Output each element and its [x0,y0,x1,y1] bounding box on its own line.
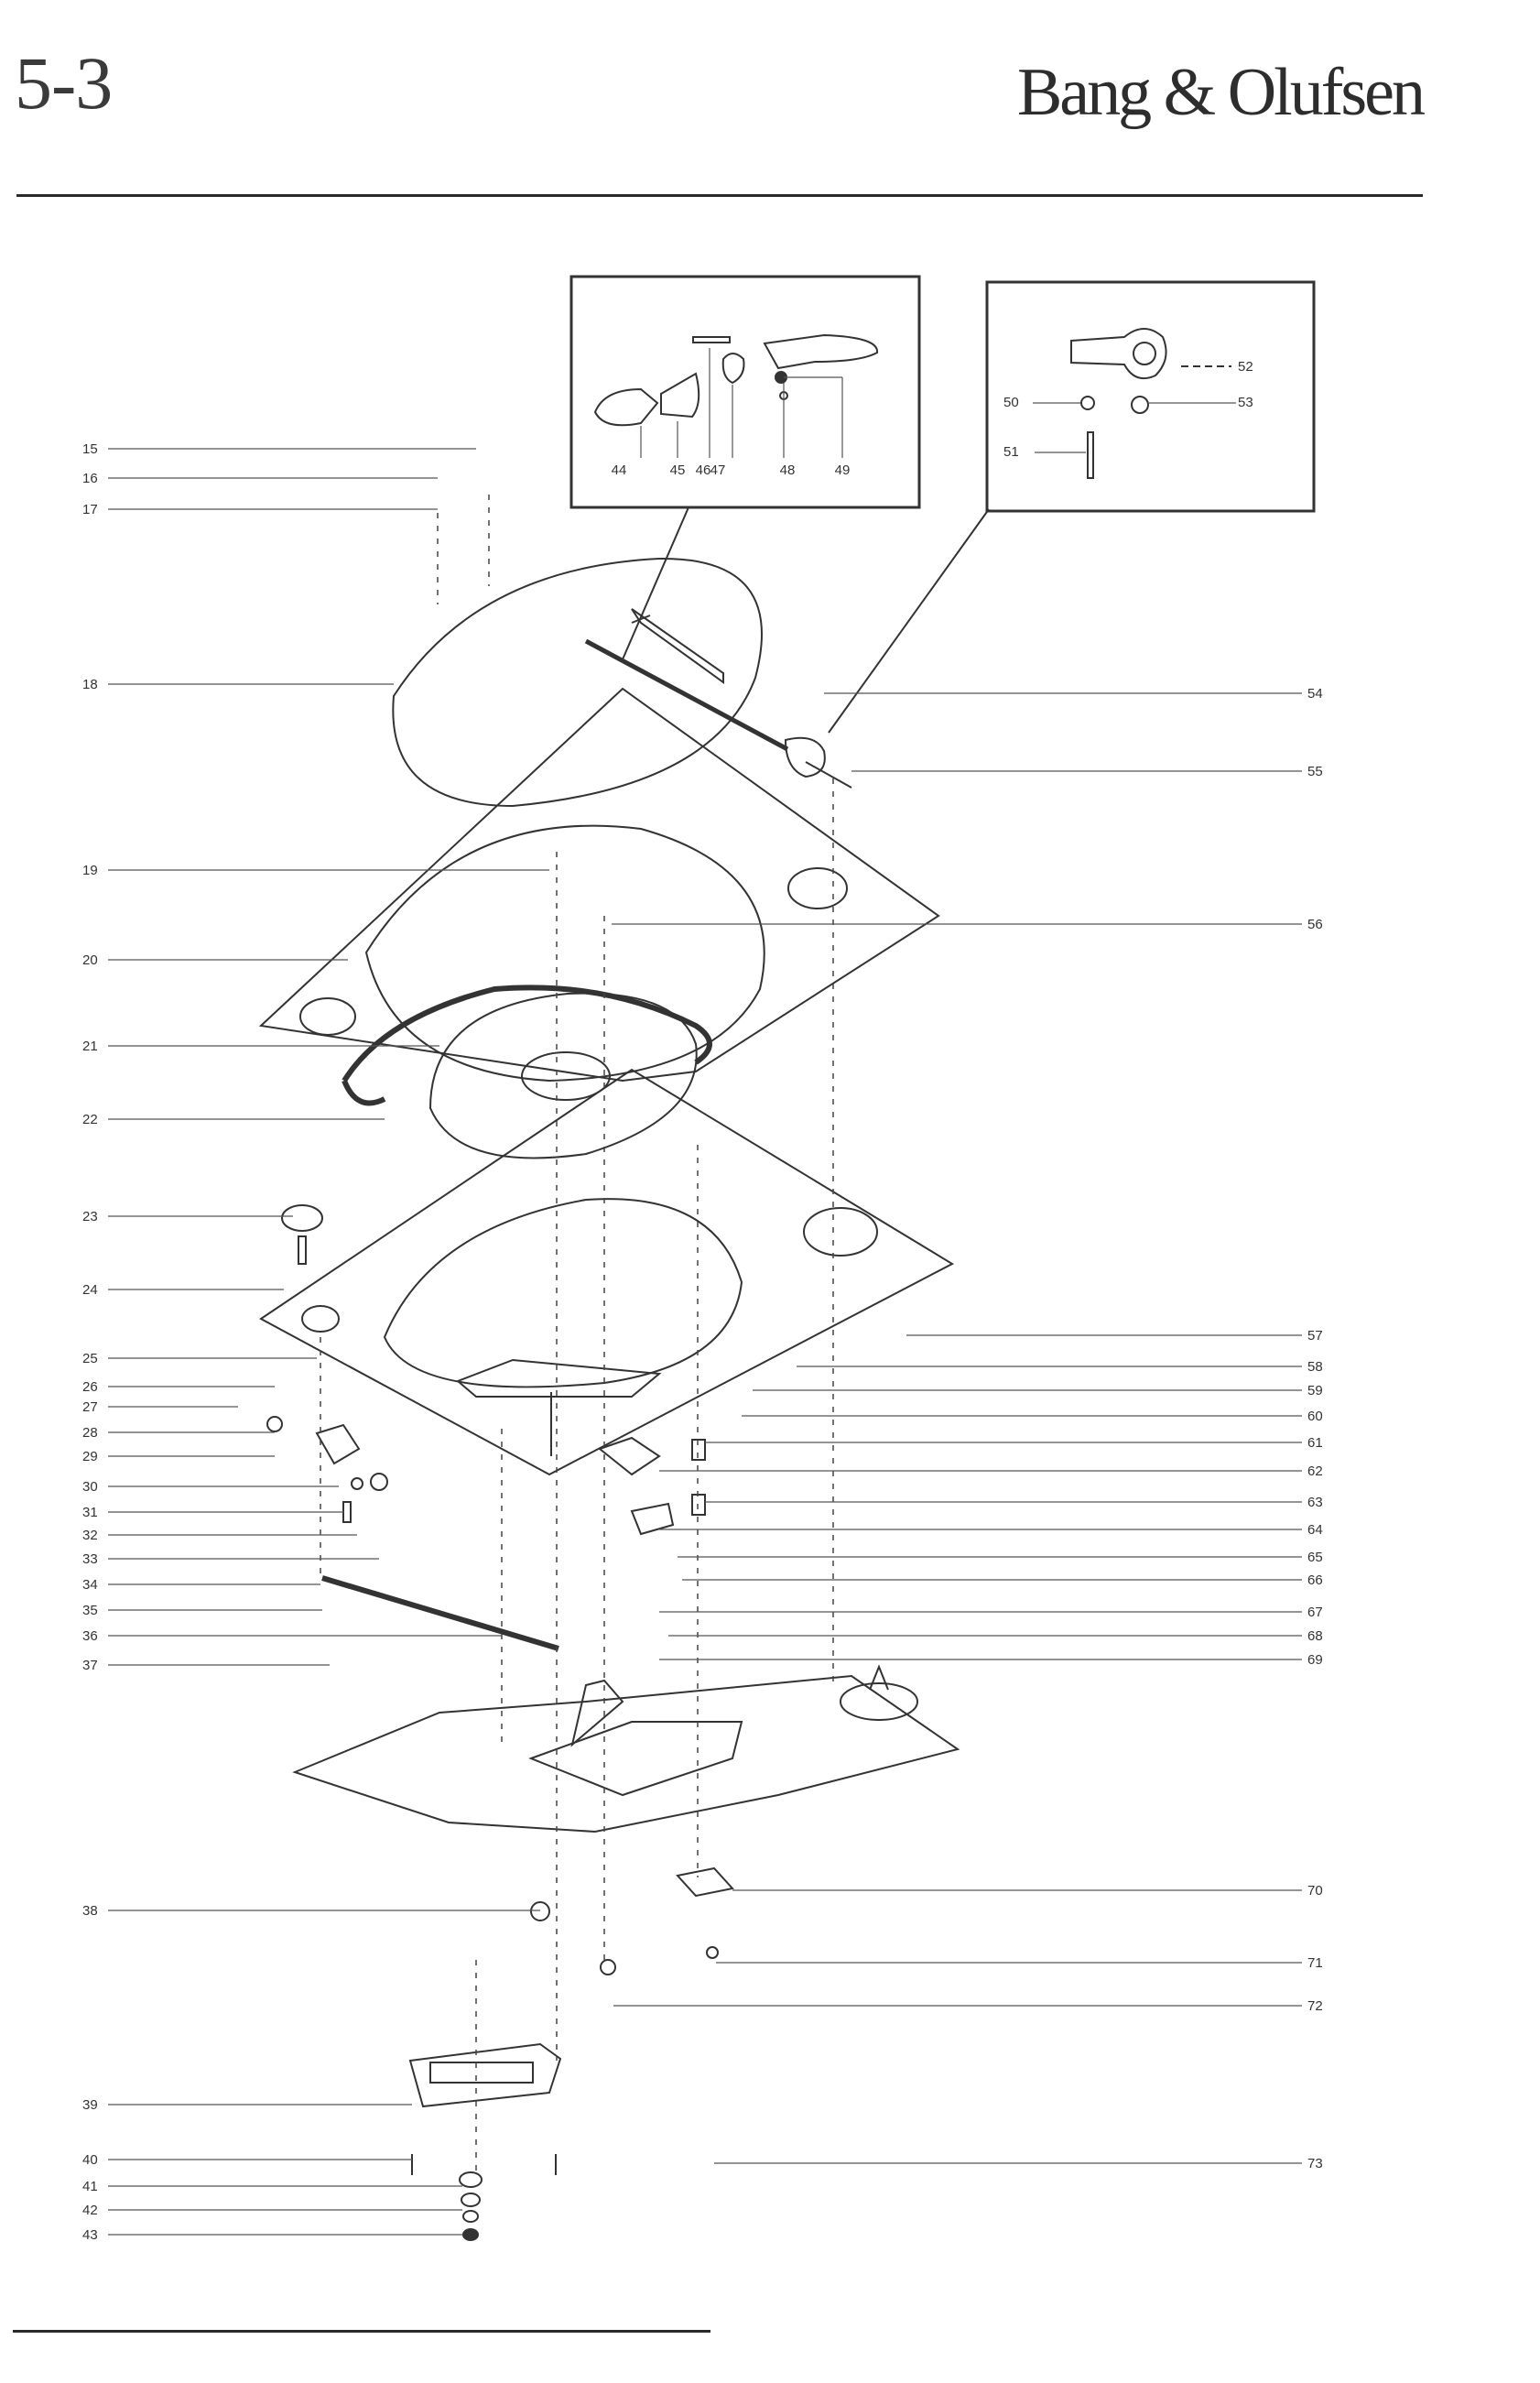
callout-label-59: 59 [1307,1383,1323,1398]
callout-label-41: 41 [82,2179,98,2194]
callout-label-36: 36 [82,1628,98,1644]
inset-label-49: 49 [835,462,851,478]
inset-box-pickup [569,275,921,509]
callout-label-67: 67 [1307,1605,1323,1620]
inset-box-arm-pivot [985,280,1316,513]
callout-label-18: 18 [82,677,98,692]
callout-label-16: 16 [82,471,98,486]
callout-label-72: 72 [1307,1998,1323,2014]
callout-label-23: 23 [82,1209,98,1224]
callout-label-32: 32 [82,1528,98,1543]
page-number: 5-3 [15,41,113,125]
callout-label-26: 26 [82,1379,98,1395]
inset-label-50: 50 [1003,395,1019,410]
inset-label-47: 47 [710,462,726,478]
callout-label-22: 22 [82,1112,98,1127]
callout-label-60: 60 [1307,1409,1323,1424]
callout-label-34: 34 [82,1577,98,1593]
callout-label-39: 39 [82,2097,98,2113]
callout-label-68: 68 [1307,1628,1323,1644]
callout-label-19: 19 [82,863,98,878]
callout-label-25: 25 [82,1351,98,1366]
inset-label-45: 45 [670,462,686,478]
callout-label-42: 42 [82,2203,98,2218]
callout-label-43: 43 [82,2227,98,2243]
callout-label-62: 62 [1307,1464,1323,1479]
callout-label-61: 61 [1307,1435,1323,1451]
callout-label-38: 38 [82,1903,98,1919]
callout-label-28: 28 [82,1425,98,1441]
callout-label-73: 73 [1307,2156,1323,2171]
callout-label-71: 71 [1307,1955,1323,1971]
callout-label-33: 33 [82,1551,98,1567]
callout-label-55: 55 [1307,764,1323,779]
callout-label-29: 29 [82,1449,98,1464]
callout-label-57: 57 [1307,1328,1323,1344]
inset-label-52: 52 [1238,359,1253,375]
inset-label-51: 51 [1003,444,1019,460]
callout-label-37: 37 [82,1658,98,1673]
callout-label-65: 65 [1307,1550,1323,1565]
callout-label-69: 69 [1307,1652,1323,1668]
callout-label-70: 70 [1307,1883,1323,1899]
callout-label-15: 15 [82,441,98,457]
callout-label-56: 56 [1307,917,1323,932]
footer-divider [13,2330,710,2333]
callout-label-24: 24 [82,1282,98,1298]
callout-label-20: 20 [82,952,98,968]
callout-label-66: 66 [1307,1572,1323,1588]
callout-label-64: 64 [1307,1522,1323,1538]
inset-label-53: 53 [1238,395,1253,410]
inset-label-48: 48 [780,462,796,478]
callout-label-27: 27 [82,1399,98,1415]
inset-label-44: 44 [612,462,627,478]
callout-label-31: 31 [82,1505,98,1520]
callout-label-63: 63 [1307,1495,1323,1510]
callout-label-54: 54 [1307,686,1323,702]
callout-label-17: 17 [82,502,98,517]
callout-label-35: 35 [82,1603,98,1618]
callout-label-40: 40 [82,2152,98,2168]
callout-label-30: 30 [82,1479,98,1495]
callout-label-58: 58 [1307,1359,1323,1375]
inset-label-46: 46 [696,462,711,478]
brand-logo: Bang & Olufsen [1016,55,1426,130]
callout-label-21: 21 [82,1039,98,1054]
header-divider [16,194,1423,197]
